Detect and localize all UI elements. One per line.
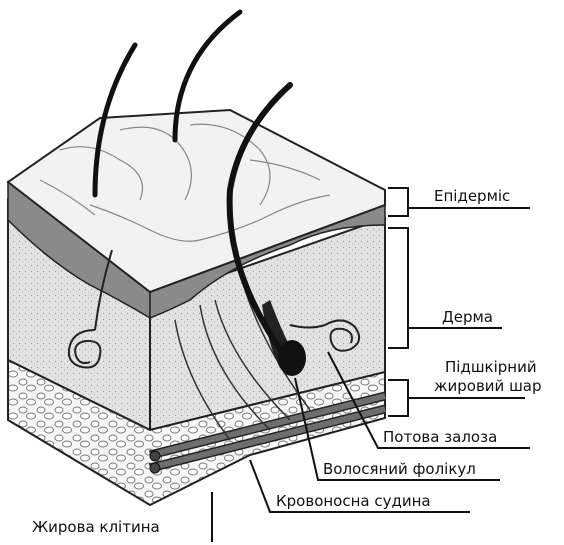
label-fat-cell: Жирова клітина bbox=[32, 518, 160, 536]
label-blood-vessel: Кровоносна судина bbox=[276, 492, 431, 510]
epidermis-bracket bbox=[388, 188, 408, 216]
skin-block bbox=[8, 12, 385, 505]
label-hair-follicle: Волосяний фолікул bbox=[323, 460, 476, 478]
label-sweat-gland: Потова залоза bbox=[383, 428, 497, 446]
label-subcutaneous-line1: Підшкірний bbox=[445, 358, 537, 376]
label-subcutaneous-line2: жировий шар bbox=[434, 377, 542, 395]
dermis-bracket bbox=[388, 228, 408, 348]
subcutaneous-bracket bbox=[388, 380, 408, 416]
label-epidermis: Епідерміс bbox=[434, 187, 510, 205]
label-dermis: Дерма bbox=[442, 308, 493, 326]
